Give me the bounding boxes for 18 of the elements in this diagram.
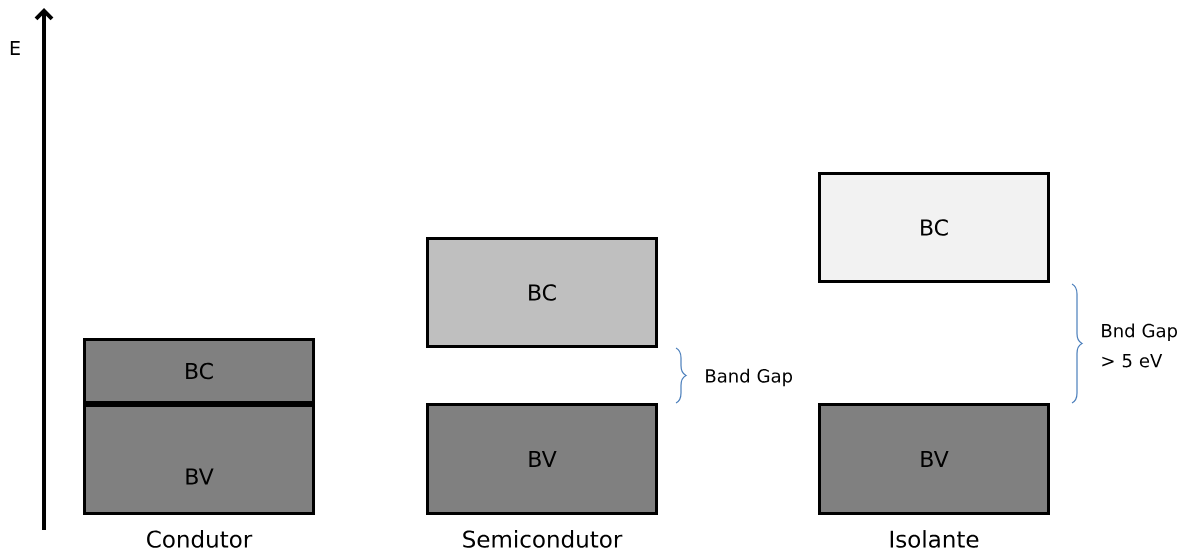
band-label: BV (921, 451, 949, 467)
gap-label: Band Gap (706, 368, 793, 387)
band-label: BV (529, 451, 557, 467)
axis-label: E (10, 41, 20, 55)
gap-label: Bnd Gap > 5 eV (1102, 323, 1177, 368)
band-box (818, 403, 1050, 515)
column-label: Semicondutor (463, 530, 623, 548)
band-box (83, 338, 315, 404)
band-box (83, 404, 315, 515)
band-label: BC (921, 219, 948, 236)
column-label: Condutor (147, 530, 253, 548)
band-label: BC (186, 362, 213, 380)
band-box (818, 172, 1050, 283)
band-label: BC (529, 284, 556, 301)
column-label: Isolante (890, 530, 979, 548)
band-box (426, 237, 658, 348)
band-label: BV (186, 468, 214, 485)
band-box (426, 403, 658, 515)
